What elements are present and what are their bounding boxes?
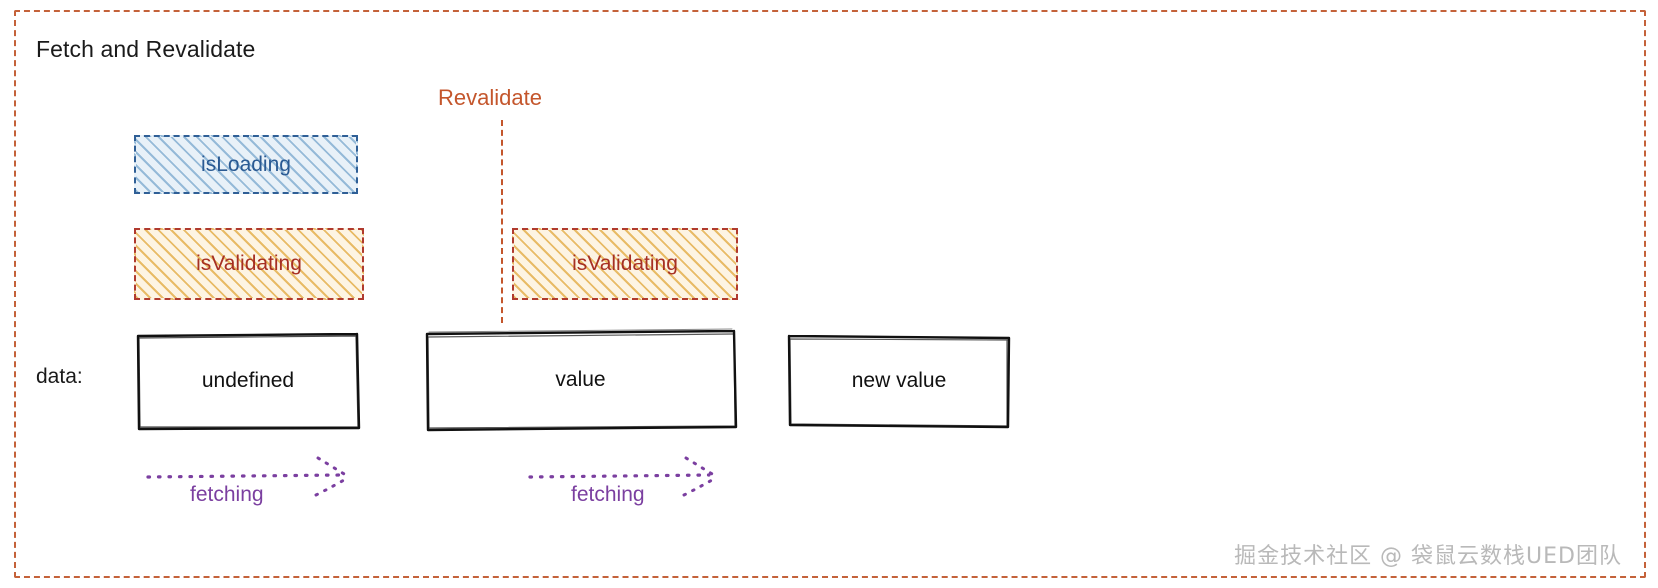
data-box-undefined-label: undefined — [201, 369, 295, 392]
revalidate-label: Revalidate — [438, 85, 542, 110]
revalidate-divider-line — [501, 120, 503, 323]
state-band-isvalidating-second: isValidating — [512, 228, 738, 300]
dotted-arrow-icon — [528, 456, 719, 497]
data-row-label: data: — [36, 365, 83, 388]
state-band-isloading-label: isLoading — [201, 152, 291, 176]
data-box-value-label: value — [555, 368, 606, 391]
dotted-arrow-icon — [146, 456, 351, 497]
diagram-outer-frame — [14, 10, 1646, 578]
state-band-isvalidating-first-label: isValidating — [196, 252, 302, 275]
data-box-new-value: new value — [787, 334, 1011, 429]
fetching-arrow-label-1: fetching — [190, 483, 264, 506]
data-box-value: value — [425, 328, 738, 432]
page-title: Fetch and Revalidate — [36, 36, 256, 62]
state-band-isloading: isLoading — [134, 135, 358, 194]
watermark-text: 掘金技术社区 @ 袋鼠云数栈UED团队 — [1234, 544, 1622, 569]
fetching-arrow-label-2: fetching — [571, 483, 645, 506]
data-box-new-value-label: new value — [851, 369, 947, 392]
fetching-arrow-group-2: fetching — [528, 455, 728, 525]
fetching-arrow-group-1: fetching — [146, 455, 361, 525]
data-box-undefined: undefined — [136, 332, 361, 431]
state-band-isvalidating-first: isValidating — [134, 228, 364, 300]
state-band-isvalidating-second-label: isValidating — [572, 252, 678, 275]
